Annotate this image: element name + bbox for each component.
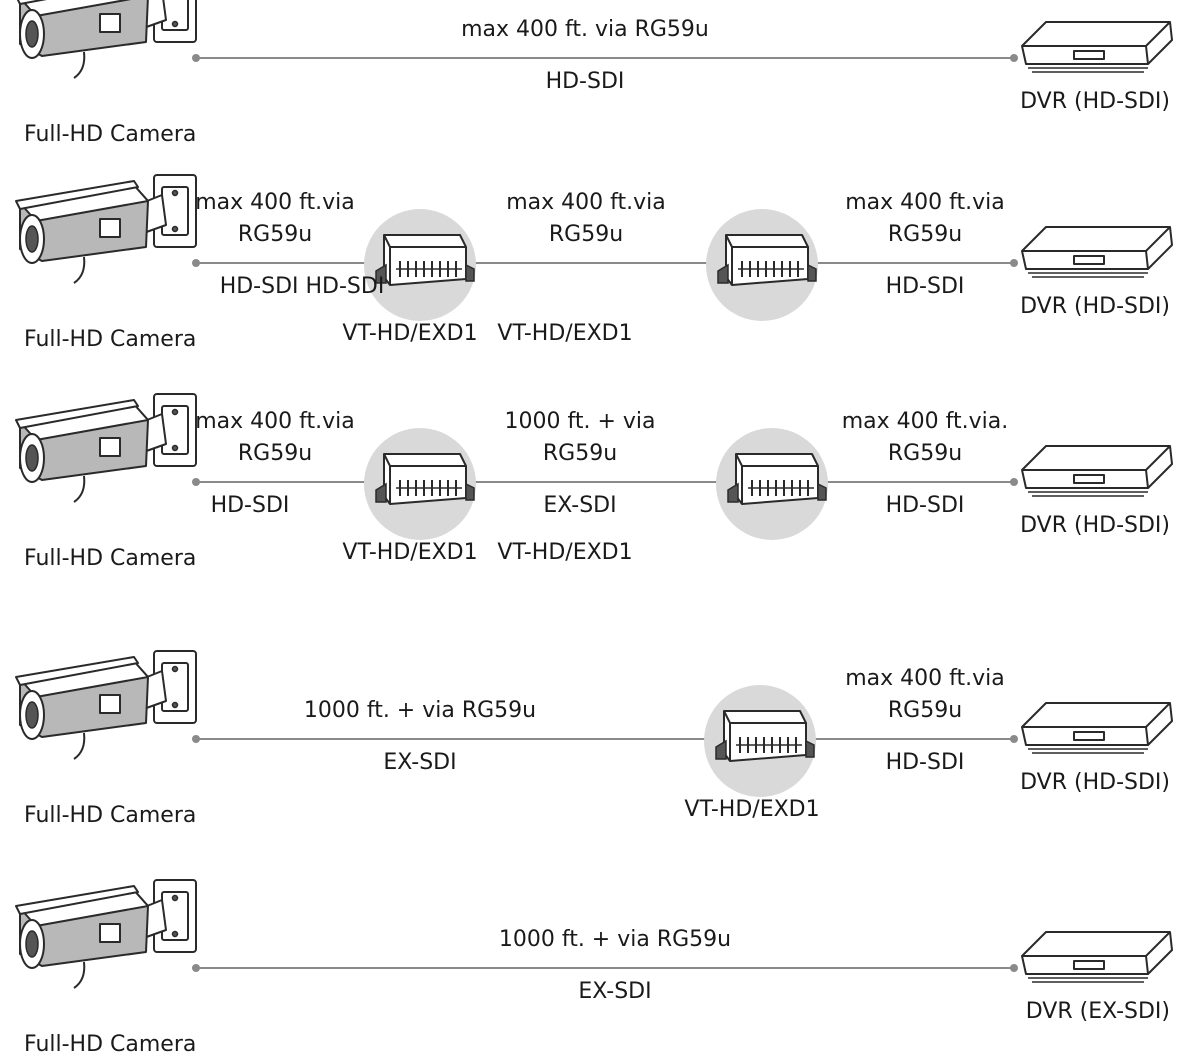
dvr-label: DVR (HD-SDI) [1020,294,1170,319]
signal-label: EX-SDI [543,493,616,518]
extender-label: VT-HD/EXD1 [497,540,632,565]
diagram-row-3 [192,478,1018,486]
distance-label: RG59u [238,222,312,247]
dvr-label: DVR (EX-SDI) [1026,999,1170,1024]
signal-label: EX-SDI [578,979,651,1004]
signal-label: HD-SDI [886,274,965,299]
extender-icon [715,710,815,762]
bullet-camera-icon [15,393,197,503]
cable-endpoint [1010,478,1018,486]
distance-label: RG59u [888,698,962,723]
dvr-label: DVR (HD-SDI) [1020,513,1170,538]
bullet-camera-icon [15,174,197,284]
signal-label: HD-SDI [211,493,290,518]
diagram-row-5 [192,964,1018,972]
signal-label: HD-SDI HD-SDI [220,274,385,299]
signal-label: EX-SDI [383,750,456,775]
diagram-row-2 [192,259,1018,267]
dvr-label: DVR (HD-SDI) [1020,770,1170,795]
distance-label: RG59u [543,441,617,466]
diagram-row-1 [192,54,1018,62]
extender-icon [375,234,475,286]
signal-label: HD-SDI [546,69,625,94]
distance-label: max 400 ft.via [845,190,1005,215]
diagram-row-4 [192,735,1018,743]
cable-endpoint [192,964,200,972]
camera-label: Full-HD Camera [24,327,196,352]
extender-icon [717,234,817,286]
distance-label: 1000 ft. + via RG59u [304,698,536,723]
distance-label: RG59u [888,222,962,247]
camera-label: Full-HD Camera [24,546,196,571]
distance-label: max 400 ft. via RG59u [461,17,709,42]
camera-label: Full-HD Camera [24,1032,196,1057]
extender-icon [375,453,475,505]
cable-endpoint [192,259,200,267]
dvr-icon [1021,21,1173,73]
bullet-camera-icon [15,879,197,989]
distance-label: RG59u [888,441,962,466]
bullet-camera-icon [16,0,197,79]
distance-label: 1000 ft. + via RG59u [499,927,731,952]
distance-label: max 400 ft.via [845,666,1005,691]
cable-endpoint [1010,964,1018,972]
camera-label: Full-HD Camera [24,122,196,147]
dvr-icon [1021,931,1173,983]
distance-label: 1000 ft. + via [505,409,656,434]
signal-label: HD-SDI [886,493,965,518]
dvr-icon [1021,445,1173,497]
distance-label: max 400 ft.via [195,190,355,215]
cable-endpoint [192,54,200,62]
dvr-icon [1021,226,1173,278]
distance-label: max 400 ft.via [506,190,666,215]
cable-endpoint [192,735,200,743]
extender-label: VT-HD/EXD1 [497,321,632,346]
distance-label: RG59u [549,222,623,247]
extender-label: VT-HD/EXD1 [342,321,477,346]
extender-icon [727,453,827,505]
camera-label: Full-HD Camera [24,803,196,828]
cable-endpoint [1010,735,1018,743]
extender-label: VT-HD/EXD1 [342,540,477,565]
distance-label: RG59u [238,441,312,466]
cable-endpoint [1010,259,1018,267]
bullet-camera-icon [15,650,197,760]
distance-label: max 400 ft.via. [842,409,1009,434]
dvr-icon [1021,702,1173,754]
distance-label: max 400 ft.via [195,409,355,434]
cable-endpoint [192,478,200,486]
signal-label: HD-SDI [886,750,965,775]
dvr-label: DVR (HD-SDI) [1020,89,1170,114]
cable-endpoint [1010,54,1018,62]
extender-label: VT-HD/EXD1 [684,797,819,822]
